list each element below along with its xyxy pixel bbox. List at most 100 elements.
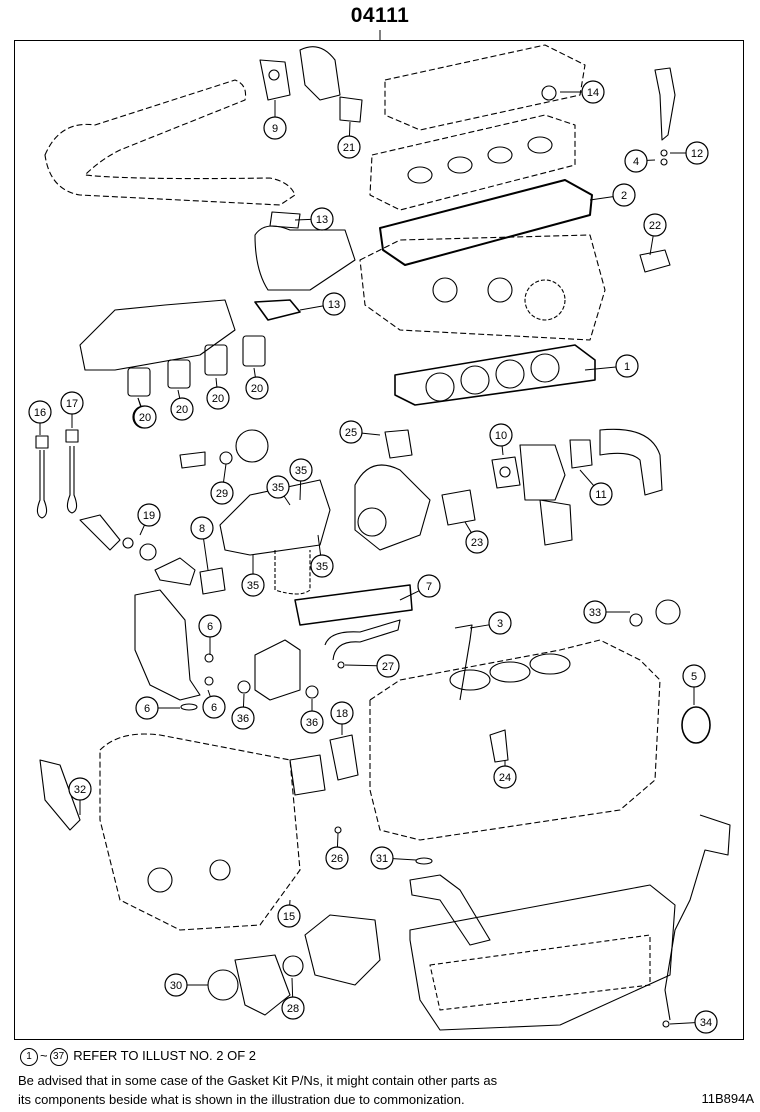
callout-number: 16 bbox=[34, 407, 46, 419]
callout-leader bbox=[584, 366, 617, 371]
callout-29: 29 bbox=[210, 463, 234, 505]
callout-leader bbox=[203, 538, 209, 571]
callout-circle bbox=[245, 376, 269, 400]
callout-leader bbox=[299, 305, 324, 311]
callout-number: 28 bbox=[287, 1003, 299, 1015]
callout-circle bbox=[263, 116, 287, 140]
callout-leader bbox=[649, 235, 654, 256]
callout-6: 6 bbox=[198, 614, 222, 655]
callout-27: 27 bbox=[344, 654, 400, 678]
part-drawings bbox=[35, 44, 731, 1031]
callout-circle bbox=[488, 611, 512, 635]
callout-leader bbox=[253, 367, 256, 378]
callout-circle bbox=[300, 710, 324, 734]
callout-number: 26 bbox=[331, 853, 343, 865]
callout-number: 4 bbox=[633, 156, 639, 168]
callout-circle bbox=[210, 481, 234, 505]
callout-number: 20 bbox=[176, 404, 188, 416]
callout-leader bbox=[361, 432, 381, 436]
callout-circle bbox=[60, 391, 84, 415]
callout-36: 36 bbox=[300, 699, 324, 734]
callout-35: 35 bbox=[289, 458, 313, 501]
callout-circle bbox=[266, 475, 290, 499]
callout-number: 18 bbox=[336, 708, 348, 720]
callout-28: 28 bbox=[281, 977, 305, 1020]
callout-17: 17 bbox=[60, 391, 84, 428]
callout-circle bbox=[231, 706, 255, 730]
callout-leader bbox=[283, 495, 291, 506]
callout-number: 29 bbox=[216, 488, 228, 500]
callout-number: 31 bbox=[376, 853, 388, 865]
callout-24: 24 bbox=[493, 760, 517, 789]
figure-code: 11B894A bbox=[701, 1091, 754, 1106]
callout-11: 11 bbox=[579, 469, 613, 506]
callout-leader bbox=[242, 693, 245, 708]
callout-leader bbox=[177, 389, 181, 399]
callout-circle bbox=[164, 973, 188, 997]
callout-leader bbox=[215, 377, 218, 388]
range-separator: ~ bbox=[40, 1048, 48, 1063]
callout-number: 10 bbox=[495, 430, 507, 442]
callout-leader bbox=[579, 469, 595, 487]
callout-34: 34 bbox=[669, 1010, 718, 1034]
callout-number: 34 bbox=[700, 1017, 712, 1029]
callout-circle bbox=[624, 149, 648, 173]
callout-leader bbox=[207, 689, 211, 697]
callout-leader bbox=[139, 524, 145, 536]
callout-circle bbox=[190, 516, 214, 540]
callout-circle bbox=[289, 458, 313, 482]
callout-circle bbox=[694, 1010, 718, 1034]
callout-number: 20 bbox=[251, 383, 263, 395]
callout-leader bbox=[291, 977, 294, 998]
callout-leader bbox=[469, 624, 490, 629]
callout-number: 13 bbox=[316, 214, 328, 226]
callout-circle bbox=[322, 292, 346, 316]
callout-number: 20 bbox=[139, 412, 151, 424]
callout-circle bbox=[615, 354, 639, 378]
callout-35: 35 bbox=[310, 534, 334, 578]
callout-number: 14 bbox=[587, 87, 599, 99]
callout-number: 17 bbox=[66, 398, 78, 410]
callout-number: 3 bbox=[497, 618, 503, 630]
callout-leader bbox=[669, 1022, 696, 1025]
callout-8: 8 bbox=[190, 516, 214, 571]
advisory-line-1: Be advised that in some case of the Gask… bbox=[18, 1073, 498, 1088]
callout-number: 15 bbox=[283, 911, 295, 923]
callout-number: 24 bbox=[499, 772, 511, 784]
callout-circle bbox=[310, 554, 334, 578]
callout-number: 2 bbox=[621, 190, 627, 202]
callout-circle bbox=[581, 80, 605, 104]
callout-10: 10 bbox=[489, 423, 513, 456]
diagram-frame bbox=[14, 40, 744, 1040]
callout-circle bbox=[310, 207, 334, 231]
callout-leader bbox=[137, 397, 142, 407]
callout-5: 5 bbox=[682, 664, 706, 705]
callout-leader bbox=[299, 480, 302, 501]
callout-number: 23 bbox=[471, 537, 483, 549]
callout-number: 6 bbox=[207, 621, 213, 633]
callout-circle bbox=[489, 423, 513, 447]
callout-number: 22 bbox=[649, 220, 661, 232]
callout-leader bbox=[317, 534, 322, 556]
callout-leader bbox=[223, 463, 227, 483]
callout-13: 13 bbox=[299, 292, 346, 316]
callout-number: 35 bbox=[272, 482, 284, 494]
callout-circle bbox=[337, 135, 361, 159]
callout-circle bbox=[28, 400, 52, 424]
callout-leader bbox=[589, 196, 614, 201]
callout-35: 35 bbox=[266, 475, 291, 506]
callout-number: 9 bbox=[272, 123, 278, 135]
callout-number: 30 bbox=[170, 980, 182, 992]
callout-16: 16 bbox=[28, 400, 52, 435]
callout-6: 6 bbox=[202, 689, 226, 719]
callout-15: 15 bbox=[277, 899, 301, 928]
callout-number: 35 bbox=[295, 465, 307, 477]
callout-20: 20 bbox=[133, 397, 157, 429]
callout-leader bbox=[344, 664, 378, 667]
callout-circle bbox=[325, 846, 349, 870]
callout-circle bbox=[376, 654, 400, 678]
callout-number: 27 bbox=[382, 661, 394, 673]
callout-circle bbox=[493, 765, 517, 789]
callout-9: 9 bbox=[263, 100, 287, 140]
